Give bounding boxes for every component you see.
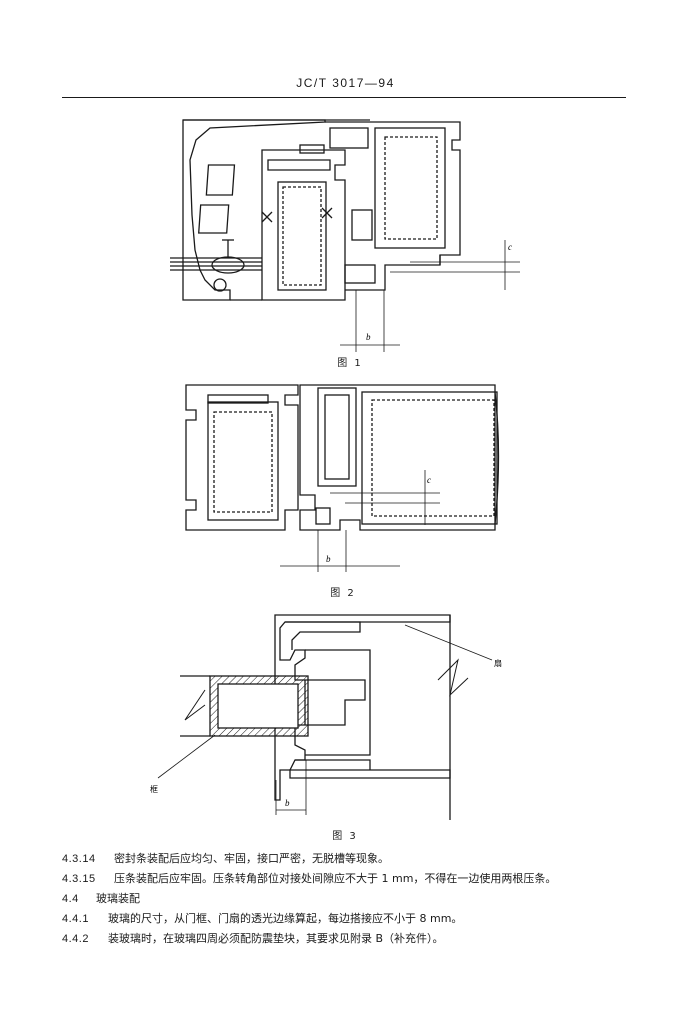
figure-3-frame-label: 框 (150, 784, 158, 794)
clause-4-3-14: 4.3.14 密封条装配后应均匀、牢固，接口严密，无脱槽等现象。 (62, 850, 389, 866)
header-rule (62, 97, 626, 98)
figure-1-drawing: c b (170, 119, 520, 352)
figure-3-sash-label: 扇 (494, 658, 502, 668)
figure-3-dim-b: b (285, 798, 290, 808)
clause-number: 4.4.1 (62, 913, 89, 925)
clause-text: 玻璃的尺寸，从门框、门扇的透光边缘算起，每边搭接应不小于 8 mm。 (108, 912, 463, 925)
clause-text: 装玻璃时，在玻璃四周必须配防震垫块，其要求见附录 B（补充件）。 (108, 932, 444, 945)
clause-number: 4.4 (62, 893, 79, 905)
clause-4-3-15: 4.3.15 压条装配后应牢固。压条转角部位对接处间隙应不大于 1 mm，不得在一… (62, 870, 556, 886)
figure-2-caption: 图 2 (330, 588, 356, 599)
figure-3-caption: 图 3 (332, 831, 358, 842)
clause-text: 玻璃装配 (96, 892, 140, 905)
figure-2-dim-c: c (427, 475, 431, 485)
figure-1-caption: 图 1 (337, 358, 363, 369)
clause-number: 4.3.15 (62, 873, 96, 885)
clause-4-4-1: 4.4.1 玻璃的尺寸，从门框、门扇的透光边缘算起，每边搭接应不小于 8 mm。 (62, 910, 462, 926)
figure-1-dim-c: c (508, 242, 512, 252)
figure-2-dim-b: b (326, 554, 331, 564)
clause-text: 密封条装配后应均匀、牢固，接口严密，无脱槽等现象。 (114, 852, 389, 865)
figure-1-dim-b: b (366, 332, 371, 342)
clause-text: 压条装配后应牢固。压条转角部位对接处间隙应不大于 1 mm，不得在一边使用两根压… (114, 872, 557, 885)
clause-4-4: 4.4 玻璃装配 (62, 890, 140, 906)
standard-code-header: JC/T 3017—94 (296, 76, 395, 90)
clause-number: 4.4.2 (62, 933, 89, 945)
figure-3-drawing: 扇 框 b (150, 614, 502, 820)
figure-2-drawing: c b (185, 384, 500, 572)
clause-4-4-2: 4.4.2 装玻璃时，在玻璃四周必须配防震垫块，其要求见附录 B（补充件）。 (62, 930, 444, 946)
clause-number: 4.3.14 (62, 853, 96, 865)
